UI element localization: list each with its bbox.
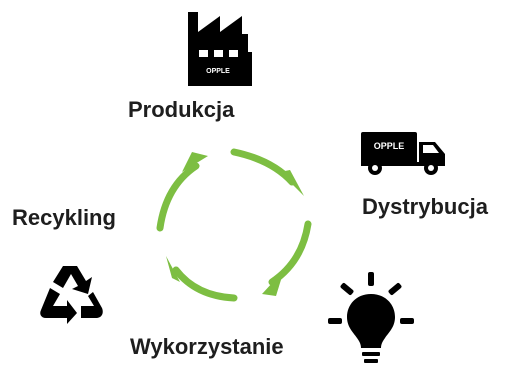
lightbulb-icon	[328, 272, 414, 363]
recycling-label: Recykling	[12, 205, 116, 230]
arrowhead-1	[280, 170, 304, 196]
production-label: Produkcja	[128, 97, 235, 122]
factory-logo-text: OPPLE	[206, 68, 230, 75]
truck-icon: OPPLE	[361, 132, 445, 175]
arrow-distribution-to-usage	[268, 220, 312, 286]
usage-label: Wykorzystanie	[130, 334, 284, 359]
arrow-usage-to-recycling	[172, 266, 238, 302]
arrow-recycling-to-production	[156, 162, 200, 232]
recycle-icon	[40, 266, 103, 324]
truck-logo-text: OPPLE	[374, 141, 405, 151]
arrowhead-3	[166, 256, 180, 282]
arrowhead-4	[182, 152, 208, 172]
arrowhead-2	[262, 270, 284, 296]
distribution-label: Dystrybucja	[362, 194, 488, 219]
arrow-production-to-distribution	[230, 148, 296, 186]
factory-icon: OPPLE	[188, 12, 252, 86]
